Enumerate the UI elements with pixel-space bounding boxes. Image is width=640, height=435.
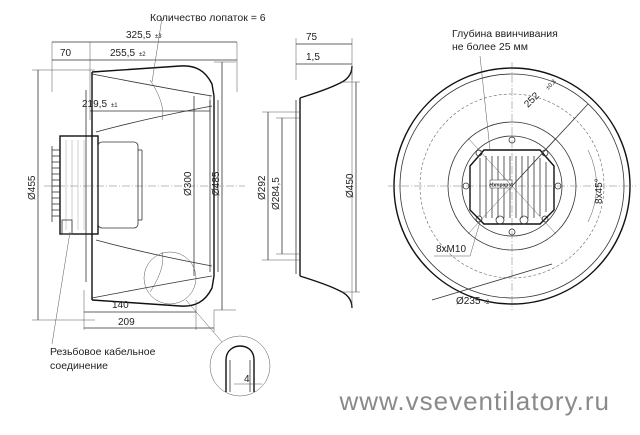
- dim-219: 219,5: [82, 99, 107, 110]
- dim-325: 325,5: [126, 30, 151, 41]
- dimension-labels: 325,5 ±3 70 255,5 ±2 219,5 ±1 Ø455 Ø300 …: [27, 30, 605, 385]
- motor-front: ebmpapst: [469, 149, 555, 225]
- dim-219-tol: ±1: [111, 103, 118, 109]
- dim-252-tol: ±0,3: [545, 78, 558, 91]
- dim-thread: 8xM10: [436, 244, 466, 255]
- dim-255-tol: ±2: [139, 52, 146, 58]
- dim-255: 255,5: [110, 48, 135, 59]
- inlet-ring-view: [262, 38, 360, 309]
- dim-300: Ø300: [183, 171, 194, 196]
- dim-450: Ø450: [345, 173, 356, 198]
- cable-gland-note-1: Резьбовое кабельное: [50, 346, 156, 358]
- dim-140: 140: [112, 300, 129, 311]
- cable-gland-note-2: соединение: [50, 360, 108, 372]
- detail-view: [209, 335, 271, 397]
- motor-fins: [51, 140, 85, 230]
- dim-75: 75: [306, 32, 318, 43]
- dim-209: 209: [118, 317, 135, 328]
- dim-325-tol: ±3: [155, 34, 162, 40]
- dim-1-5: 1,5: [306, 52, 320, 63]
- dim-235-tol: -2: [484, 300, 490, 306]
- dim-284: Ø284,5: [271, 177, 282, 210]
- dim-70: 70: [60, 48, 72, 59]
- side-view: [32, 17, 271, 397]
- notes: Количество лопаток = 6 Глубина ввинчиван…: [50, 12, 558, 372]
- motor-brand-label: ebmpapst: [489, 183, 513, 189]
- dim-235: Ø235: [456, 296, 481, 307]
- front-view: ebmpapst: [388, 55, 636, 310]
- thread-depth-note-2: не более 25 мм: [452, 41, 528, 53]
- thread-depth-note-1: Глубина ввинчивания: [452, 28, 558, 40]
- dim-292: Ø292: [257, 175, 268, 200]
- dim-485: Ø485: [211, 171, 222, 196]
- watermark: www.vseventilatory.ru: [339, 386, 610, 416]
- motor-brand-plate: [489, 179, 513, 189]
- dim-455: Ø455: [27, 175, 38, 200]
- blade-count-note: Количество лопаток = 6: [150, 12, 266, 24]
- dim-252: 252: [522, 90, 542, 110]
- dim-4: 4: [244, 374, 250, 385]
- dim-angle: 8x45°: [594, 178, 605, 204]
